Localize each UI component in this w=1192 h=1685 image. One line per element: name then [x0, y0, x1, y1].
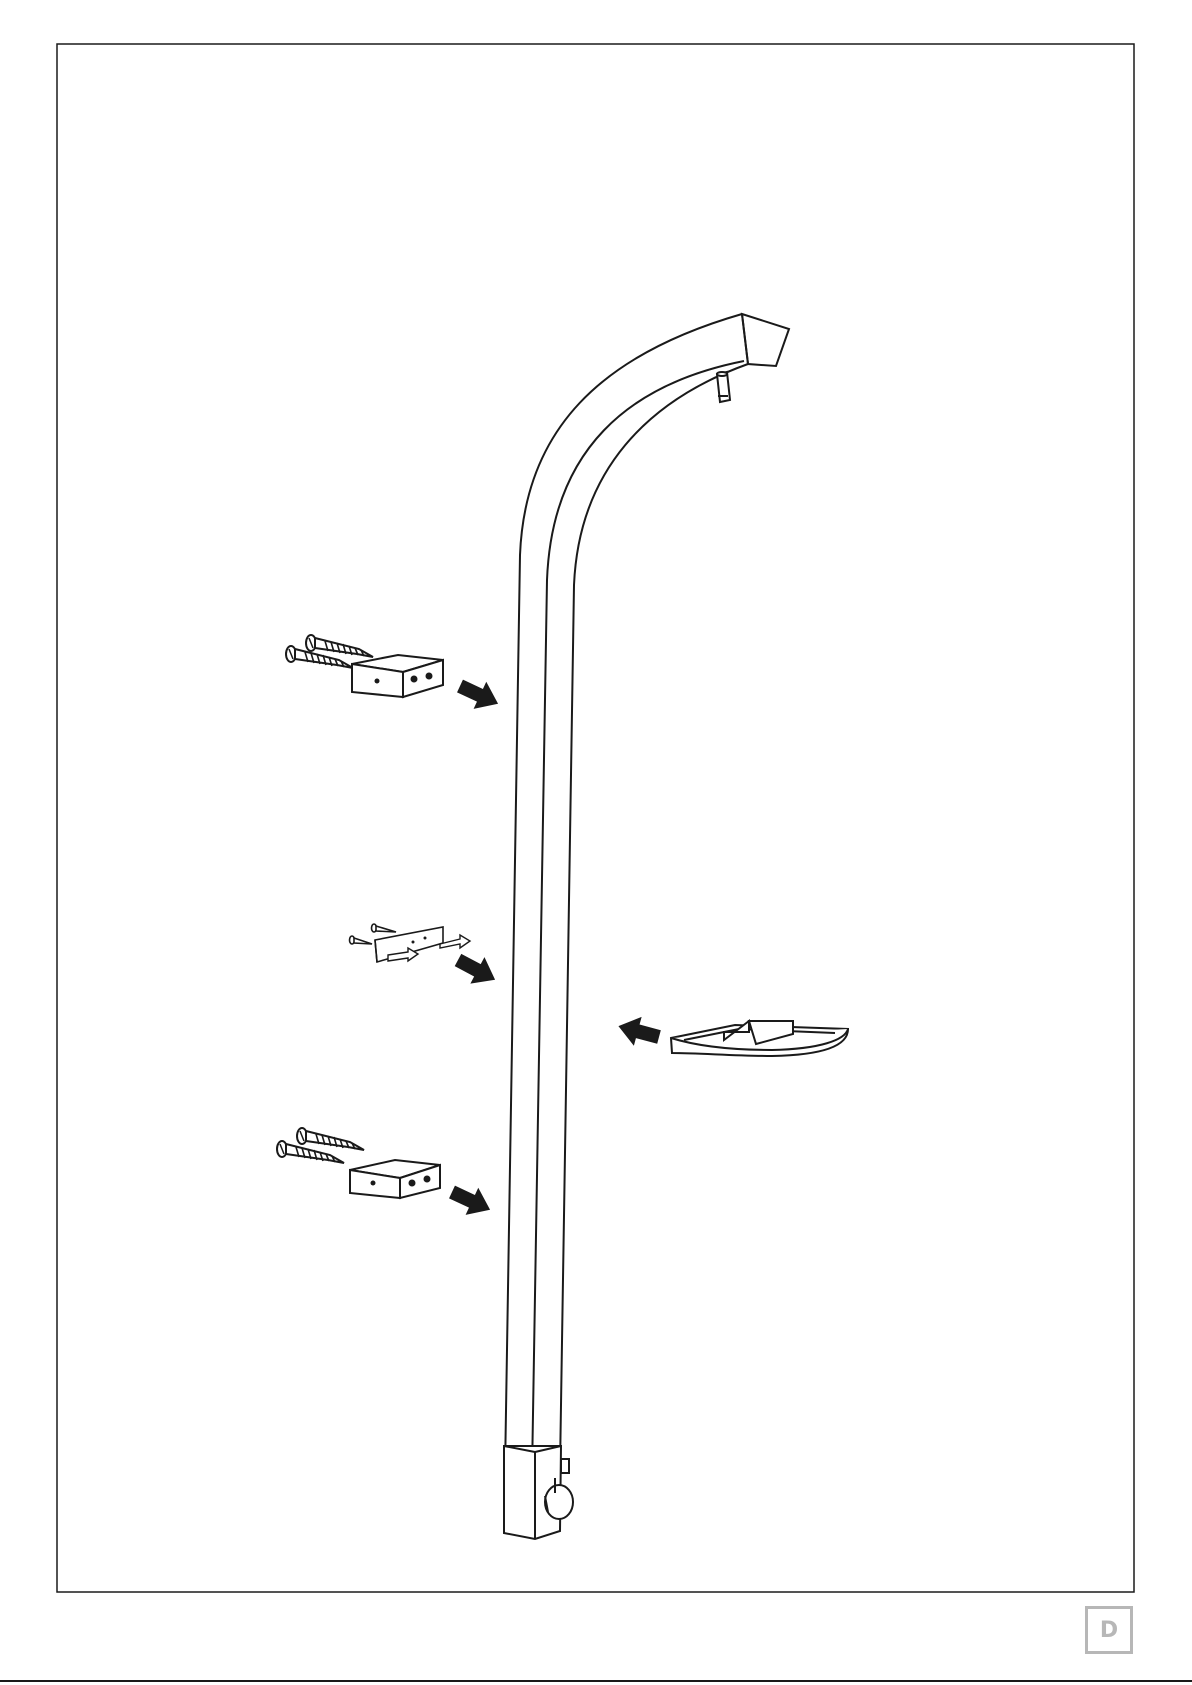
bottom-rule [0, 1680, 1192, 1682]
shower-column [504, 314, 789, 1539]
page-label-badge: D [1085, 1606, 1133, 1654]
upper-wall-bracket [286, 635, 504, 717]
page-frame [57, 44, 1134, 1592]
corner-soap-shelf [615, 1012, 848, 1056]
middle-mounting-plate [350, 924, 503, 993]
lower-wall-bracket [277, 1128, 496, 1223]
